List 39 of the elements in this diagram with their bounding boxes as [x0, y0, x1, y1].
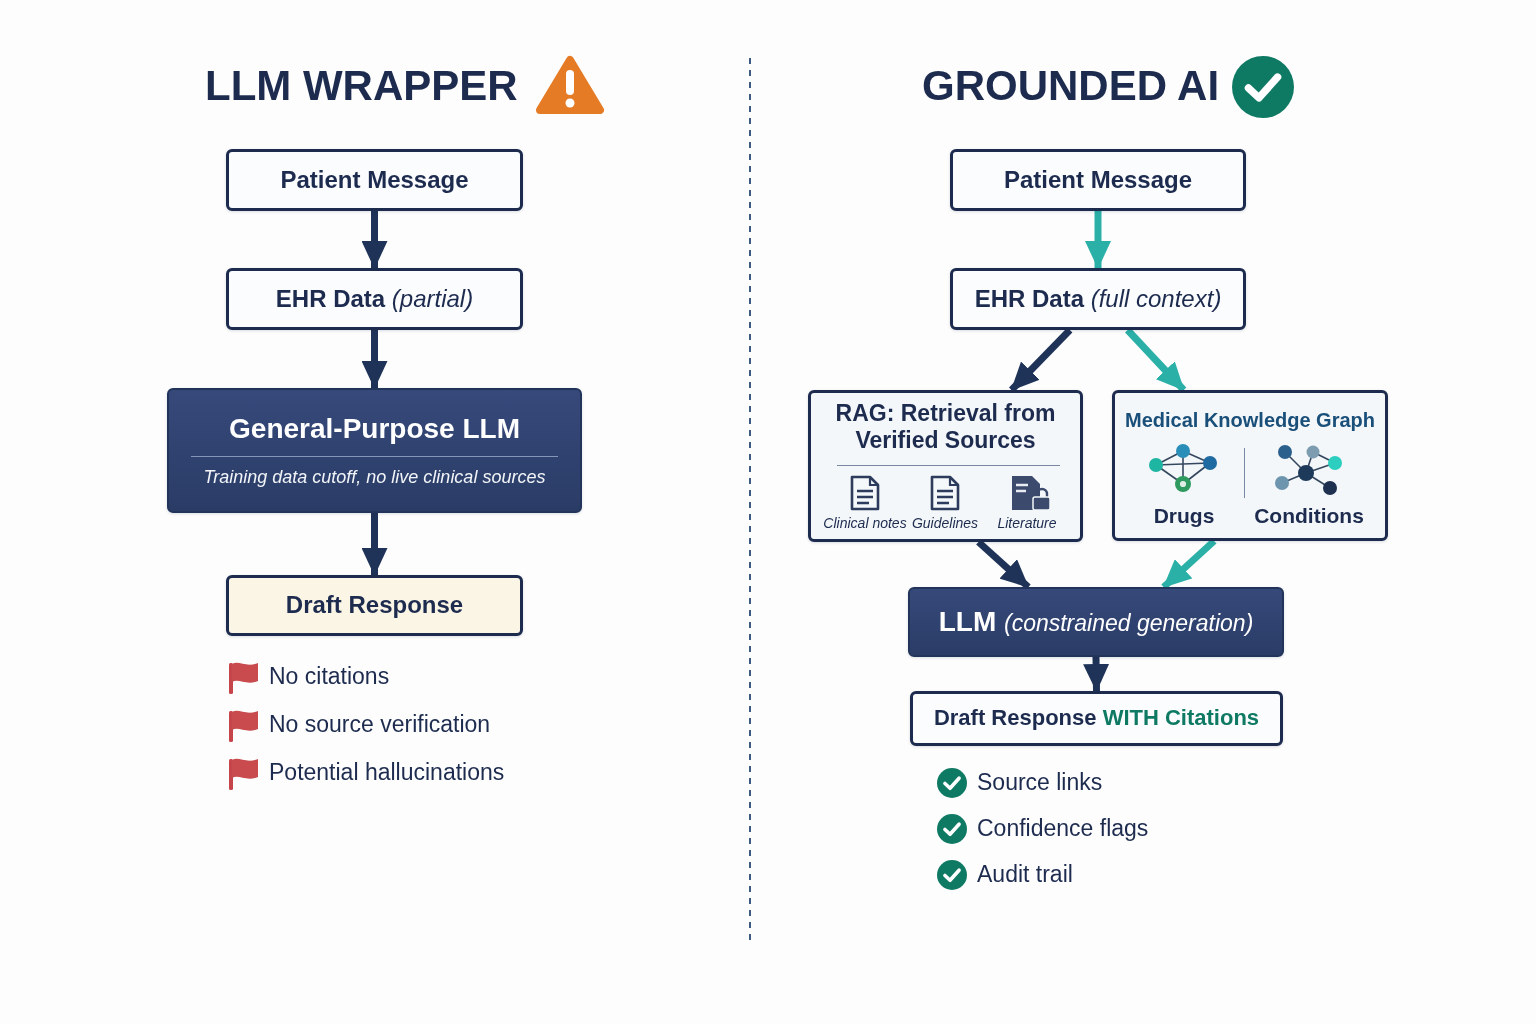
arrow: [1083, 656, 1110, 692]
node-title: General-Purpose LLM: [229, 412, 520, 446]
column-heading: GROUNDED AI: [922, 60, 1220, 111]
process-box: [910, 691, 1283, 746]
node-title: Draft Response: [285, 591, 464, 620]
process-box: [226, 268, 523, 330]
output-box: [226, 575, 523, 636]
icon-caption: Literature: [997, 515, 1057, 532]
sources-panel: [808, 390, 1083, 542]
arrow: [361, 513, 388, 576]
icon-caption: Clinical notes: [823, 515, 907, 532]
panel-heading: Medical Knowledge Graph: [1123, 408, 1376, 433]
benefit-item: Source links: [977, 769, 1103, 797]
icon-caption: Guidelines: [911, 515, 979, 532]
icon-caption: Drugs: [1153, 503, 1215, 528]
node-subtitle: Training data cutoff, no live clinical sources: [203, 467, 546, 489]
arrow: [361, 330, 388, 389]
knowledge-graph-panel: [1112, 390, 1388, 541]
model-box: [908, 587, 1284, 657]
column-heading: LLM WRAPPER: [205, 60, 518, 111]
benefit-item: Confidence flags: [977, 815, 1149, 843]
node-title: Patient Message: [1003, 165, 1193, 195]
node-title: EHR Data (partial): [275, 284, 474, 314]
model-box: [167, 388, 582, 513]
process-box: [226, 149, 523, 211]
panel-heading: RAG: Retrieval from Verified Sources: [834, 400, 1057, 454]
process-box: [950, 268, 1246, 330]
warning-item: No citations: [269, 663, 390, 691]
node-title: Patient Message: [280, 165, 469, 195]
arrow: [361, 211, 388, 269]
node-title: LLM (constrained generation): [938, 605, 1254, 639]
icon-caption: Conditions: [1254, 503, 1364, 528]
warning-item: Potential hallucinations: [269, 759, 505, 787]
node-title: EHR Data (full context): [974, 284, 1222, 314]
warning-item: No source verification: [269, 711, 491, 739]
node-title: Draft Response WITH Citations: [933, 705, 1260, 732]
benefit-item: Audit trail: [977, 861, 1073, 889]
process-box: [950, 149, 1246, 211]
arrow: [1085, 211, 1111, 269]
